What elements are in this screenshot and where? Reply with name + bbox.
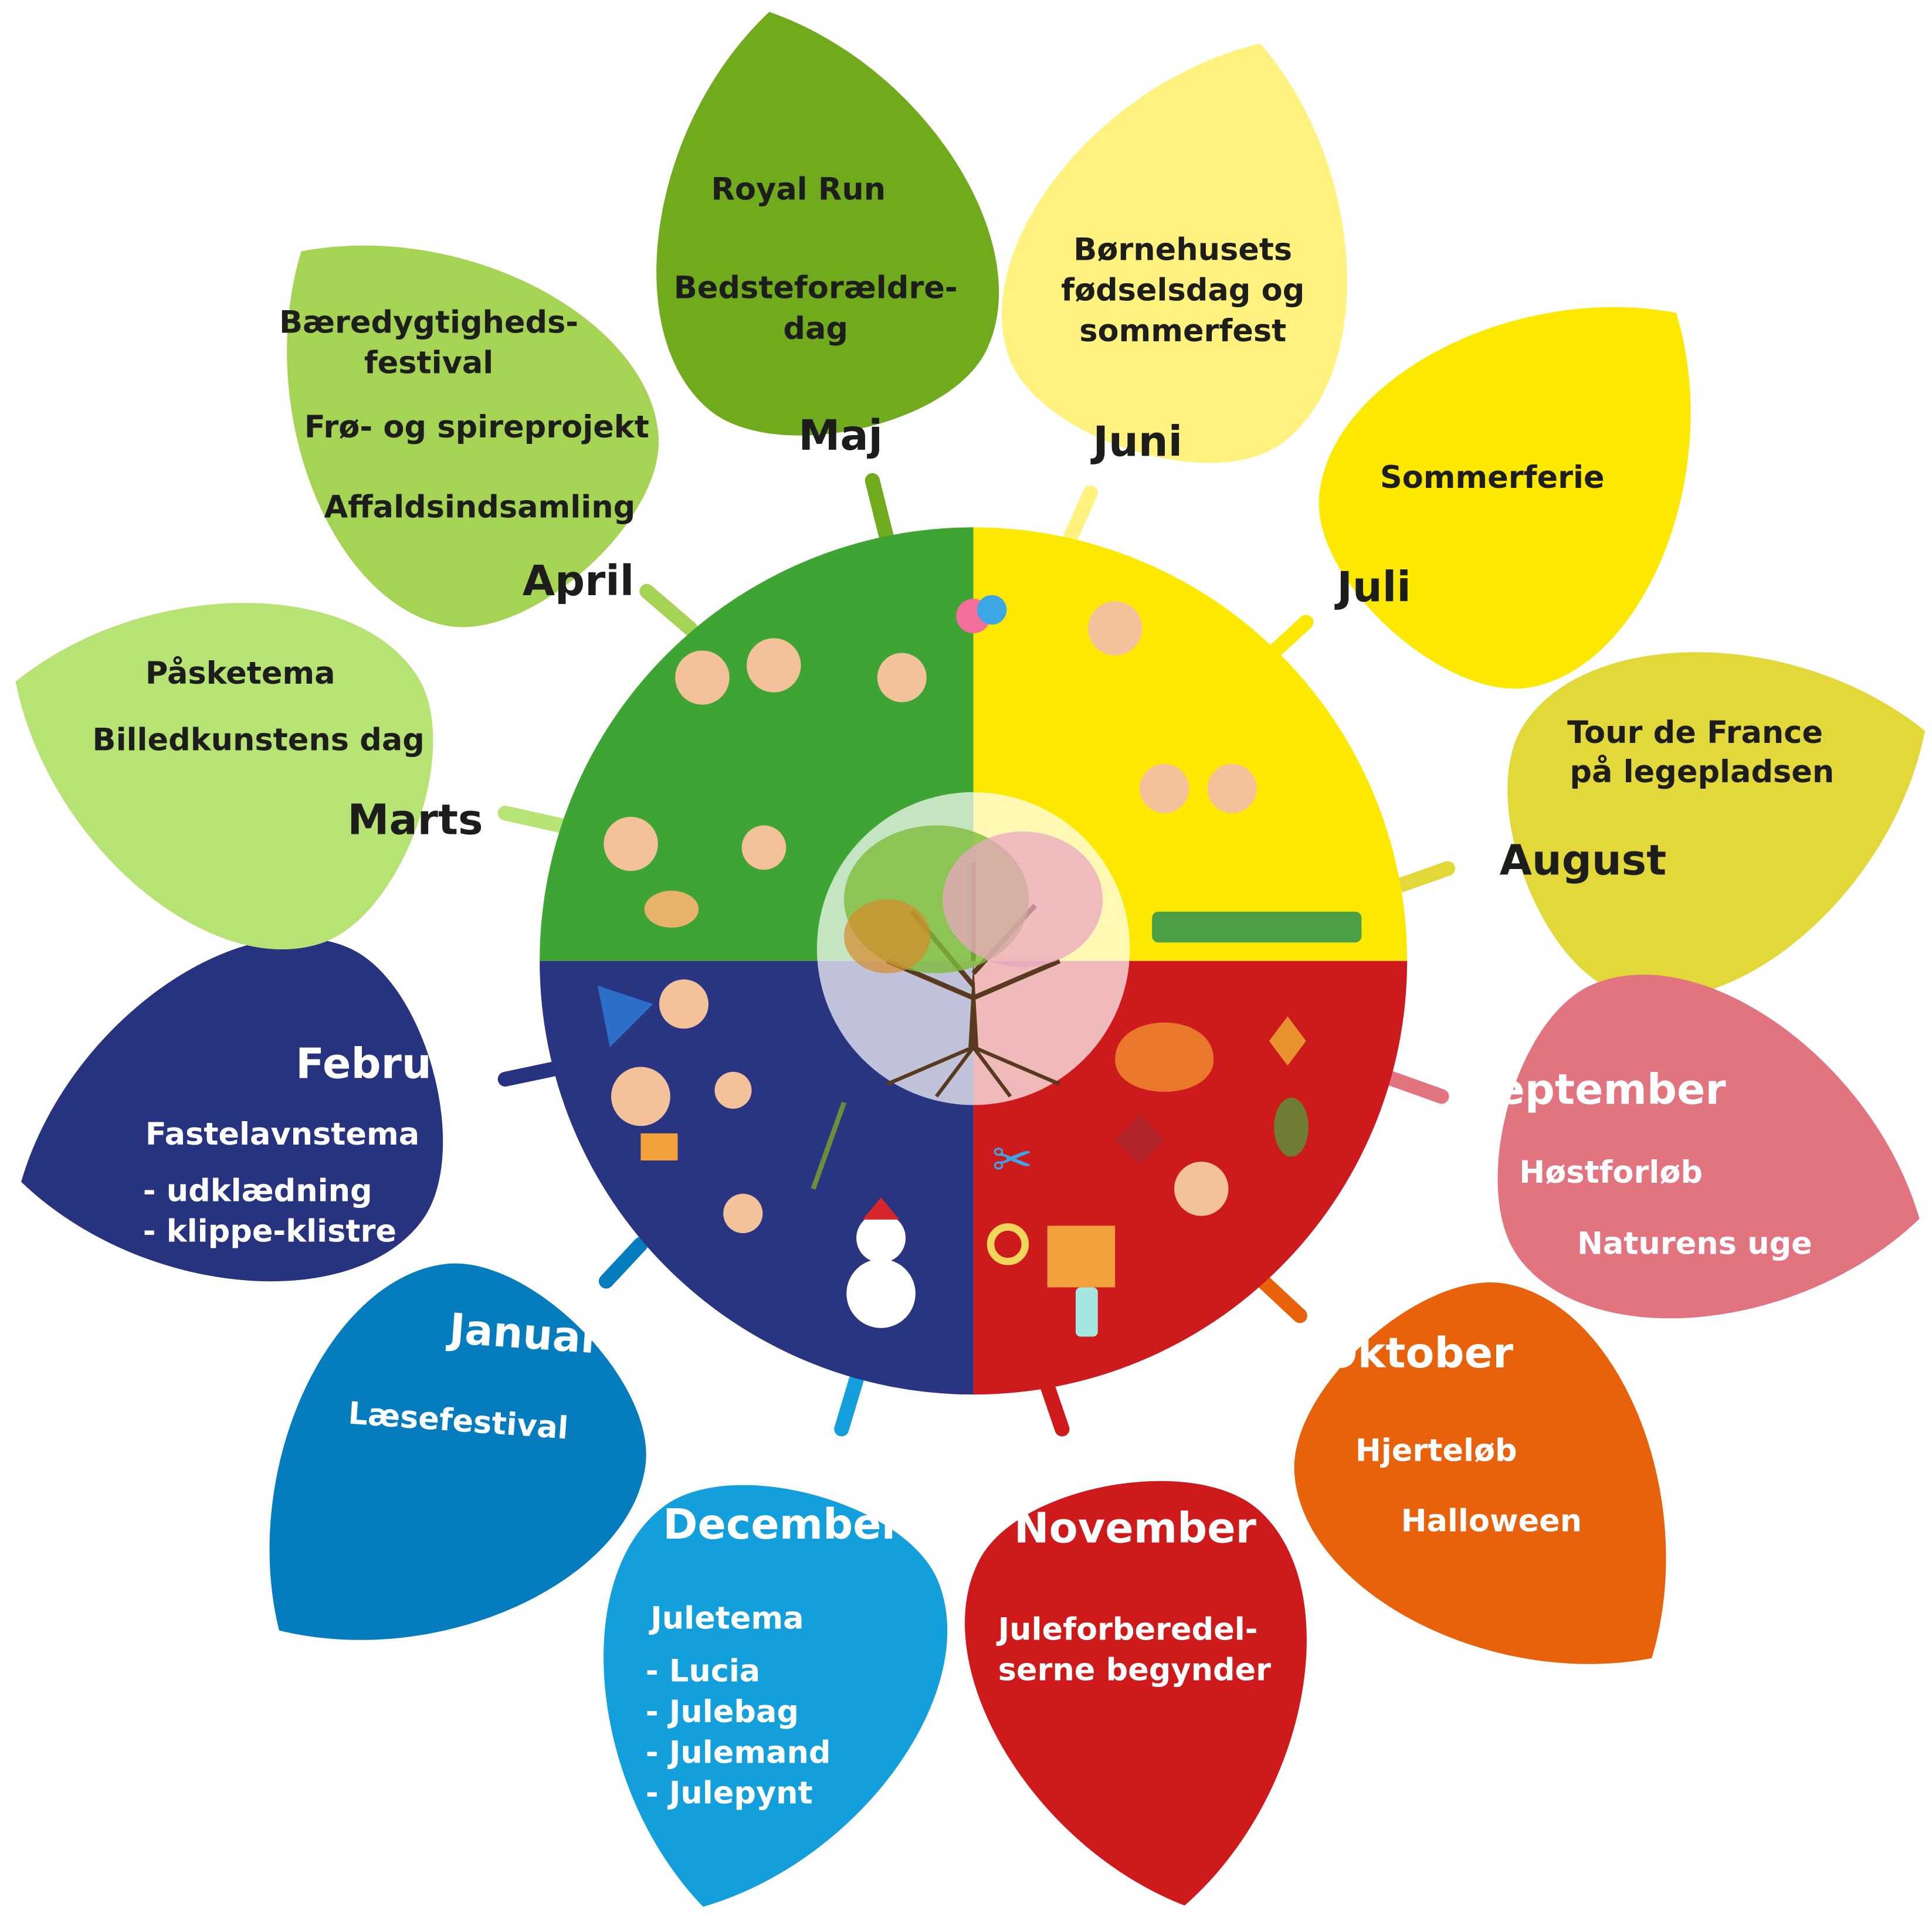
- month-label: November: [1014, 1503, 1256, 1552]
- activity: på legepladsen: [1570, 754, 1834, 790]
- month-label: Maj: [798, 411, 883, 460]
- month-label: August: [1500, 836, 1667, 885]
- petal-maj: [602, 0, 1025, 465]
- month-november: November Juleforberedel- serne begynder: [996, 1503, 1272, 1688]
- activity: Børnehusets: [1073, 232, 1292, 267]
- month-juli: Sommerferie Juli: [1334, 460, 1604, 611]
- crawling-child-icon: [1174, 1162, 1229, 1216]
- tree-icon: [844, 825, 1103, 1098]
- month-label: Juli: [1334, 562, 1411, 611]
- season-wheel: ✂: [540, 527, 1408, 1395]
- tape-icon: [987, 1223, 1029, 1265]
- month-februar: Februar Fastelavnstema - udklædning - kl…: [143, 1039, 480, 1249]
- activity: Høstforløb: [1519, 1155, 1703, 1190]
- craft-paper-icon: [1047, 1226, 1116, 1288]
- month-december: December Juletema - Lucia - Julebag - Ju…: [646, 1500, 902, 1811]
- activity: Naturens uge: [1577, 1226, 1812, 1262]
- activity: - Julemand: [646, 1734, 831, 1770]
- pumpkin-icon: [1115, 1022, 1214, 1092]
- activity: dag: [783, 311, 848, 347]
- glue-icon: [1075, 1287, 1098, 1337]
- reading-child-icon: [611, 1067, 670, 1126]
- palette-icon: [644, 891, 699, 928]
- activity: - klippe-klistre: [143, 1214, 396, 1250]
- painter-child-icon: [604, 816, 658, 871]
- activity: serne begynder: [998, 1652, 1272, 1688]
- month-label: Februar: [296, 1039, 480, 1088]
- activity: Frø- og spireprojekt: [304, 409, 649, 445]
- activity: - Lucia: [646, 1654, 760, 1689]
- month-juni: Børnehusets fødselsdag og sommerfest Jun…: [1061, 232, 1304, 466]
- activity: Affaldsindsamling: [324, 489, 636, 525]
- pine-branch-icon: [811, 1101, 846, 1190]
- activity: Påsketema: [145, 656, 335, 691]
- month-label: September: [1466, 1065, 1726, 1114]
- activity: Sommerferie: [1380, 460, 1605, 495]
- month-august: Tour de France på legepladsen August: [1500, 715, 1835, 885]
- children-icon: [675, 650, 730, 705]
- activity: fødselsdag og: [1061, 273, 1304, 308]
- activity: sommerfest: [1079, 313, 1286, 349]
- month-september: September Høstforløb Naturens uge: [1466, 1065, 1812, 1261]
- superhero-child-icon: [659, 979, 709, 1029]
- month-label: Marts: [347, 795, 483, 844]
- month-oktober: Oktober Hjerteløb Halloween: [1322, 1329, 1582, 1539]
- month-maj: Royal Run Bedsteforældre- dag Maj: [674, 171, 958, 459]
- activity: Juleforberedel-: [996, 1611, 1258, 1647]
- child-bike-icon: [1140, 763, 1189, 813]
- month-april: Bæredygtigheds- festival Frø- og spirepr…: [279, 304, 649, 605]
- scissors-icon: ✂: [992, 1131, 1033, 1188]
- activity: Bæredygtigheds-: [279, 304, 578, 340]
- month-label: Januar: [445, 1304, 603, 1363]
- activity: Fastelavnstema: [145, 1116, 419, 1152]
- month-label: April: [523, 556, 635, 605]
- activity: Hjerteløb: [1355, 1433, 1517, 1469]
- activity: - Julebag: [646, 1694, 799, 1730]
- stems: [497, 473, 1456, 1437]
- child-icon: [1087, 601, 1143, 656]
- month-label: December: [663, 1500, 902, 1549]
- activity: festival: [364, 345, 493, 381]
- activity: Tour de France: [1567, 715, 1823, 751]
- flower-box-icon: [1152, 911, 1362, 943]
- snowman-icon: [846, 1259, 916, 1328]
- activity: Halloween: [1401, 1503, 1582, 1539]
- month-label: Juni: [1090, 417, 1182, 466]
- activity: Royal Run: [711, 171, 886, 207]
- activity: - udklædning: [143, 1173, 372, 1209]
- month-label: Oktober: [1322, 1329, 1513, 1377]
- month-marts: Påsketema Billedkunstens dag Marts: [93, 656, 483, 844]
- activity: Bedsteforældre-: [674, 270, 958, 306]
- activity: - Julepynt: [646, 1776, 813, 1811]
- activity: Juletema: [649, 1600, 804, 1636]
- activity: Billedkunstens dag: [93, 722, 425, 758]
